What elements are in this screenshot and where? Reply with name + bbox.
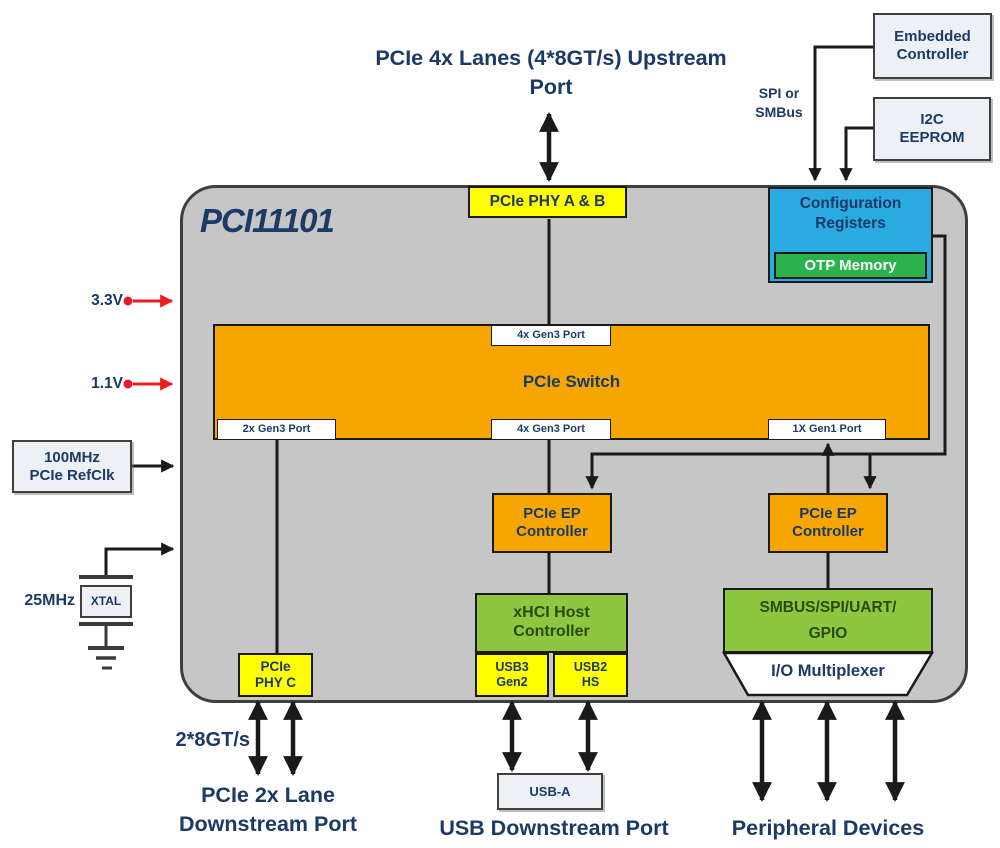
smbus-line2: GPIO: [808, 624, 848, 642]
pcie-phy-ab-block: PCIe PHY A & B: [468, 186, 627, 218]
switch-port-down-left-label: 2x Gen3 Port: [242, 423, 311, 436]
phyc-line2: PHY C: [254, 675, 296, 690]
otp-memory-label: OTP Memory: [804, 256, 897, 274]
usb2-line2: HS: [581, 675, 600, 689]
refclk-line1: 100MHz: [44, 448, 100, 466]
usb-a-block: USB-A: [497, 773, 603, 810]
refclk-block: 100MHz PCIe RefClk: [12, 440, 132, 493]
power-arrows: [123, 294, 174, 391]
pcie-downstream-line1: PCIe 2x Lane: [201, 783, 335, 807]
io-multiplexer-label: I/O Multiplexer: [771, 662, 885, 680]
spi-smbus-line2: SMBus: [755, 104, 803, 120]
i2c-eeprom-block: I2C EEPROM: [873, 97, 991, 161]
pcie-phy-ab-label: PCIe PHY A & B: [489, 192, 606, 210]
ep-right-line2: Controller: [792, 523, 864, 540]
usb-a-label: USB-A: [529, 783, 571, 799]
spi-smbus-label: SPI or SMBus: [746, 84, 812, 122]
pcie-downstream-caption: PCIe 2x Lane Downstream Port: [143, 781, 393, 839]
switch-port-upstream-label: 4x Gen3 Port: [517, 329, 585, 342]
link-ec-config: [808, 45, 873, 182]
upstream-heading-line2: Upstream Port: [529, 46, 727, 99]
peripheral-devices-caption: Peripheral Devices: [731, 816, 925, 840]
ep-left-line1: PCIe EP: [523, 505, 581, 523]
io-multiplexer-shape: [721, 651, 935, 697]
external-connectors: [104, 45, 873, 577]
usb2-hs-block: USB2 HS: [553, 653, 628, 697]
config-registers-line1: Configuration: [799, 195, 902, 212]
crystal-symbol: [79, 575, 133, 670]
rail-3v3-label: 3.3V: [91, 292, 123, 309]
pcie-downstream-line2: Downstream Port: [178, 812, 357, 836]
xhci-line2: Controller: [513, 623, 590, 640]
ec-line2: Controller: [896, 46, 969, 63]
pcie-ep-controller-left: PCIe EP Controller: [492, 493, 612, 553]
xtal-freq-label: 25MHz: [24, 592, 75, 609]
config-registers-line2: Registers: [815, 215, 886, 232]
ep-right-line1: PCIe EP: [799, 505, 857, 523]
smbus-line1: SMBUS/SPI/UART/: [759, 598, 897, 616]
ep-left-line2: Controller: [516, 523, 588, 540]
xtal-label: XTAL: [90, 594, 122, 609]
usb3-line1: USB3: [495, 660, 529, 675]
spi-smbus-line1: SPI or: [758, 85, 800, 101]
usb3-line2: Gen2: [496, 675, 528, 689]
switch-port-down-left: 2x Gen3 Port: [217, 419, 336, 440]
pcie-ep-controller-right: PCIe EP Controller: [768, 493, 888, 553]
internal-connectors: [275, 219, 947, 653]
switch-port-down-right-label: 1X Gen1 Port: [792, 423, 862, 436]
upstream-port-heading: PCIe 4x Lanes (4*8GT/s) Upstream Port: [370, 44, 732, 102]
switch-port-upstream: 4x Gen3 Port: [491, 325, 611, 346]
switch-port-down-mid: 4x Gen3 Port: [491, 419, 611, 440]
embedded-controller-block: Embedded Controller: [873, 13, 992, 79]
ec-line1: Embedded: [894, 28, 971, 46]
gts-label: 2*8GT/s: [175, 729, 250, 751]
smbus-spi-uart-gpio-block: SMBUS/SPI/UART/ GPIO: [723, 588, 933, 653]
xtal-block: XTAL: [80, 585, 132, 618]
usb2-line1: USB2: [573, 660, 608, 675]
link-config-epleft: [585, 234, 947, 490]
usb3-gen2-block: USB3 Gen2: [475, 653, 549, 697]
xhci-host-controller-block: xHCI Host Controller: [475, 593, 628, 653]
pcie-phy-c-block: PCIe PHY C: [238, 653, 313, 697]
upstream-heading-line1: PCIe 4x Lanes (4*8GT/s): [375, 46, 622, 70]
link-eeprom-config: [839, 126, 873, 182]
refclk-line2: PCIe RefClk: [29, 466, 115, 484]
chip-title: PCI11101: [200, 202, 335, 239]
pcie-switch-label: PCIe Switch: [522, 371, 621, 391]
phyc-line1: PCIe: [260, 659, 291, 675]
port-arrows: [248, 112, 905, 802]
switch-port-down-right: 1X Gen1 Port: [768, 419, 886, 440]
usb-downstream-caption: USB Downstream Port: [439, 816, 669, 840]
eeprom-line2: EEPROM: [899, 129, 965, 146]
rail-1v1-label: 1.1V: [91, 375, 123, 392]
link-xtal-chip: [104, 542, 175, 577]
otp-memory-block: OTP Memory: [774, 252, 927, 279]
eeprom-line1: I2C: [920, 111, 944, 129]
switch-port-down-mid-label: 4x Gen3 Port: [517, 423, 585, 436]
xhci-line1: xHCI Host: [513, 604, 590, 622]
